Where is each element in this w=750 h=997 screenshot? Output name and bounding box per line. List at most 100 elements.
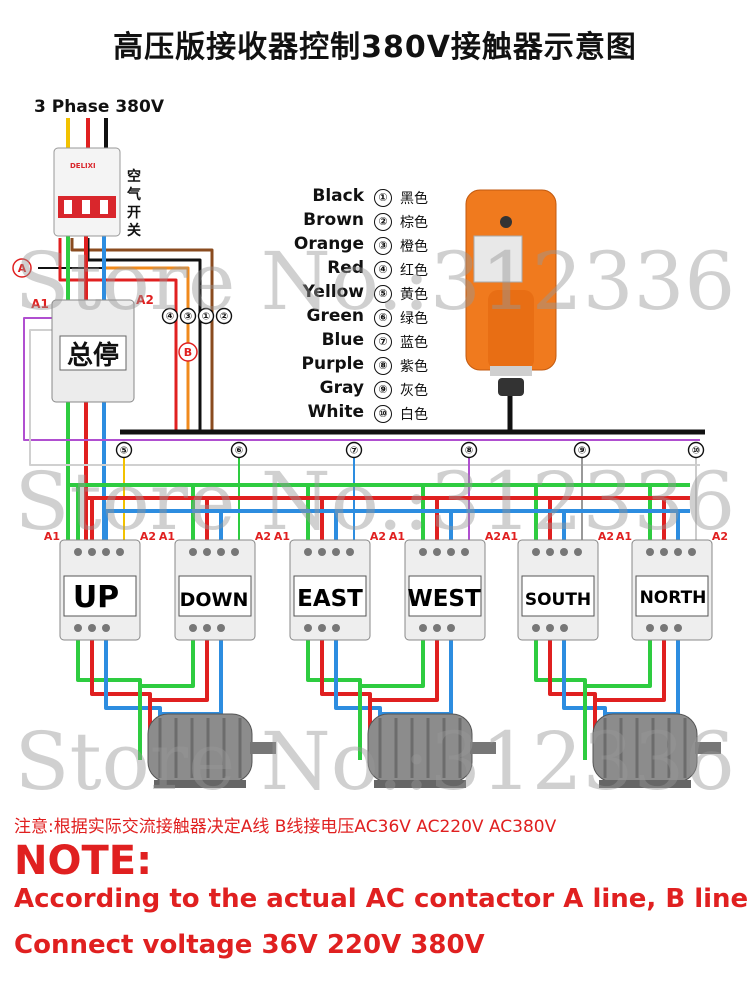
contactor-screw — [332, 624, 340, 632]
contactor-screw — [461, 548, 469, 556]
breaker-toggle — [64, 200, 72, 214]
legend-english: Blue — [321, 330, 364, 350]
bus-terminal: ⑩ — [692, 446, 700, 457]
contactor-screw — [546, 624, 554, 632]
contactor-screw — [419, 624, 427, 632]
main-contactor-label: 总停 — [67, 340, 119, 371]
remote-terminal: ④ — [166, 312, 174, 323]
remote-cable-gland — [498, 378, 524, 396]
bus-terminal: ⑦ — [350, 446, 358, 457]
line-a-marker-ring — [12, 258, 32, 278]
contactor-screw — [560, 624, 568, 632]
bus-terminal: ⑨ — [578, 446, 586, 457]
legend-chinese: 灰色 — [400, 383, 428, 399]
direction-contactor-face — [408, 575, 482, 617]
contactor-screw — [532, 624, 540, 632]
contactor-screw — [433, 548, 441, 556]
contactor-screw — [646, 624, 654, 632]
line-b-marker-ring — [178, 342, 198, 362]
legend-chinese: 紫色 — [400, 359, 428, 375]
note-heading: NOTE: — [14, 838, 153, 884]
main-terminal-a1: A1 — [31, 297, 49, 311]
contactor-screw — [88, 548, 96, 556]
contactor-terminal-a2: A2 — [598, 530, 614, 543]
breaker-toggle — [100, 200, 108, 214]
legend-english: White — [307, 402, 364, 422]
red-wire — [58, 238, 178, 430]
motor-feed-wire — [138, 640, 195, 760]
bus-terminal-ring — [460, 441, 478, 459]
bus-terminal-ring — [345, 441, 363, 459]
remote-terminal-ring — [161, 307, 179, 325]
bus-terminal-ring — [573, 441, 591, 459]
contactor-label-east: EAST — [297, 586, 363, 612]
breaker-toggle — [82, 200, 90, 214]
diagram-title: 高压版接收器控制380V接触器示意图 — [113, 30, 637, 65]
contactor-screw — [546, 548, 554, 556]
contactor-screw — [447, 548, 455, 556]
note-line-2: Connect voltage 36V 220V 380V — [14, 930, 485, 960]
remote-terminal: ① — [202, 312, 210, 323]
phase-label: 3 Phase 380V — [34, 97, 164, 117]
brown-wire — [70, 238, 214, 430]
legend-number: ⑤ — [374, 285, 392, 303]
direction-contactor-face — [178, 575, 252, 617]
motor-shaft — [695, 742, 721, 754]
contactor-screw — [116, 548, 124, 556]
contactor-terminal-a1: A1 — [44, 530, 60, 543]
legend-english: Yellow — [302, 282, 364, 302]
contactor-screw — [74, 548, 82, 556]
contactor-screw — [532, 548, 540, 556]
legend-chinese: 棕色 — [400, 215, 428, 231]
remote-terminal-ring — [197, 307, 215, 325]
bus-terminal: ⑤ — [120, 446, 128, 457]
motor-feed-wire — [548, 640, 597, 760]
remote-button — [500, 216, 512, 228]
motor-base — [374, 780, 466, 788]
legend-english: Gray — [319, 378, 364, 398]
bus-terminal-ring — [687, 441, 705, 459]
bus-terminal: ⑧ — [465, 446, 473, 457]
direction-contactor-face — [293, 575, 367, 617]
motor-body — [367, 713, 473, 783]
legend-number: ⑧ — [374, 357, 392, 375]
legend-chinese: 黑色 — [400, 191, 428, 207]
line-a-marker: A — [18, 262, 27, 275]
legend-english: Green — [306, 306, 365, 326]
main-terminal-a2: A2 — [136, 293, 154, 307]
legend-chinese: 橙色 — [400, 239, 428, 255]
bus-terminal-ring — [230, 441, 248, 459]
legend-number: ③ — [374, 237, 392, 255]
contactor-terminal-a2: A2 — [140, 530, 156, 543]
legend-english: Brown — [303, 210, 364, 230]
breaker-brand: DELIXI — [70, 162, 96, 170]
contactor-screw — [660, 624, 668, 632]
contactor-label-south: SOUTH — [524, 590, 592, 610]
contactor-screw — [304, 548, 312, 556]
contactor-terminal-a2: A2 — [485, 530, 501, 543]
contactor-screw — [318, 548, 326, 556]
legend-english: Purple — [301, 354, 364, 374]
motor-feed-wire — [583, 640, 652, 760]
legend-number: ⑩ — [374, 405, 392, 423]
motor-base — [154, 780, 246, 788]
contactor-screw — [217, 548, 225, 556]
contactor-label-up: UP — [72, 580, 120, 615]
remote-terminal: ③ — [184, 312, 192, 323]
contactor-screw — [189, 624, 197, 632]
contactor-screw — [74, 624, 82, 632]
contactor-screw — [189, 548, 197, 556]
contactor-screw — [332, 548, 340, 556]
contactor-screw — [346, 548, 354, 556]
direction-contactor-face — [635, 575, 709, 617]
contactor-screw — [574, 548, 582, 556]
remote-terminal: ② — [220, 312, 228, 323]
